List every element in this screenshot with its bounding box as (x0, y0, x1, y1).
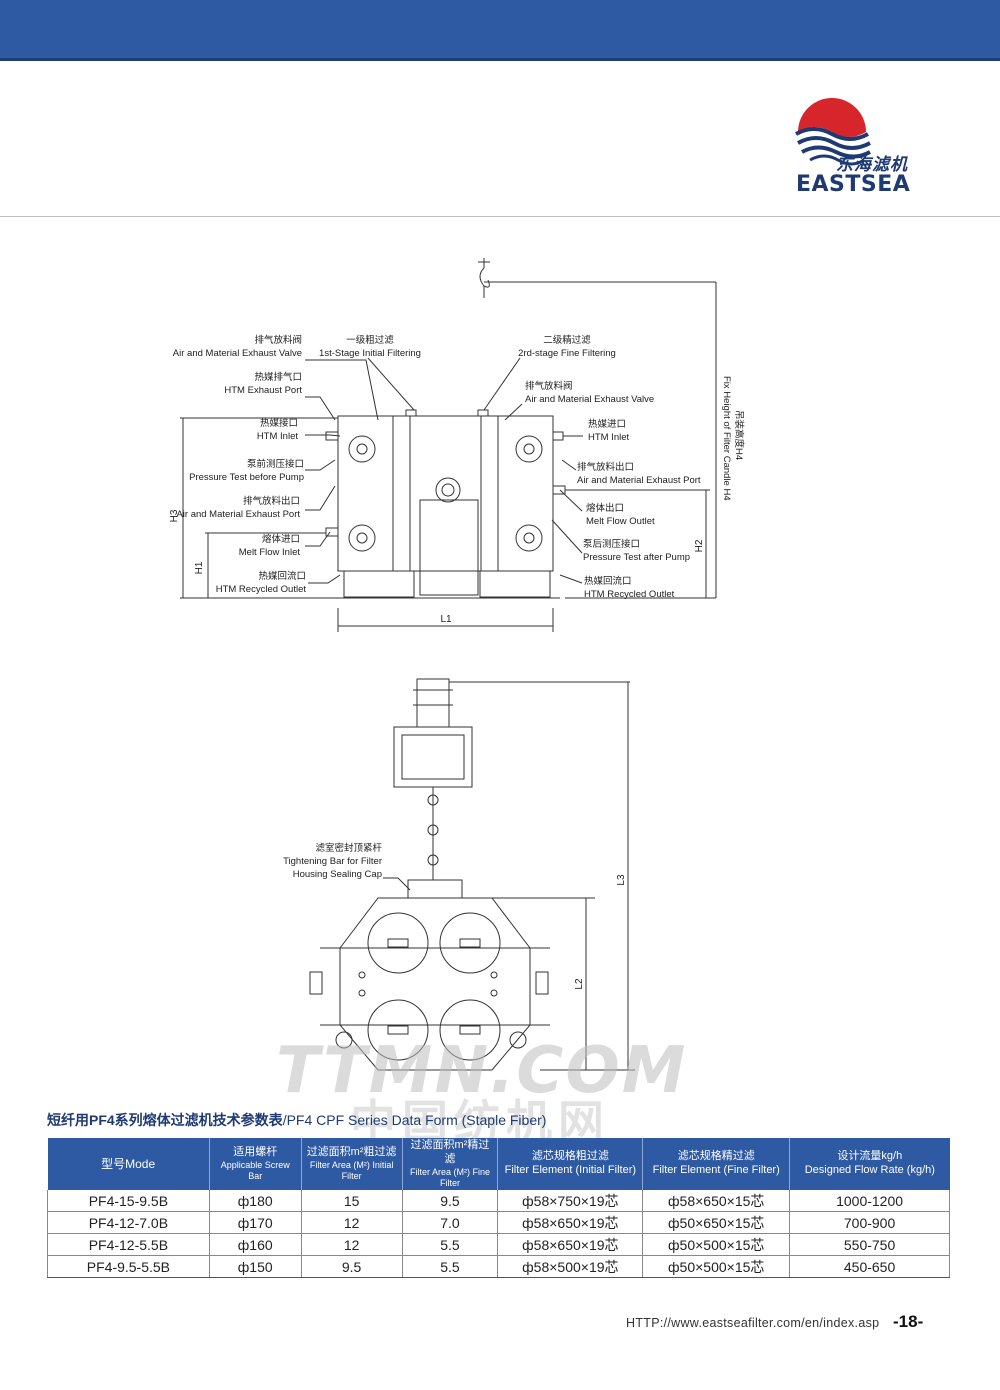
table-title-cn: 短纤用PF4系列熔体过滤机技术参数表 (47, 1112, 283, 1128)
cell-flow-rate: 550-750 (789, 1233, 950, 1256)
cell-area-initial: 12 (301, 1233, 403, 1256)
label-melt-inlet-cn: 熔体进口 (262, 533, 300, 545)
cell-model: PF4-12-7.0B (47, 1211, 210, 1234)
cell-element-initial: ф58×650×19芯 (497, 1211, 644, 1234)
cell-flow-rate: 700-900 (789, 1211, 950, 1234)
cell-element-fine: ф58×650×15芯 (642, 1190, 791, 1212)
label-htm-exhaust-en: HTM Exhaust Port (224, 385, 302, 396)
cell-screw: ф150 (209, 1255, 302, 1278)
label-pressure-before-en: Pressure Test before Pump (189, 472, 304, 483)
cell-element-fine: ф50×650×15芯 (642, 1211, 791, 1234)
table-row: PF4-9.5-5.5B ф150 9.5 5.5 ф58×500×19芯 ф5… (47, 1255, 950, 1278)
eastsea-logo-icon (795, 98, 871, 166)
dim-h2: H2 (694, 539, 705, 552)
dim-l1: L1 (440, 614, 452, 625)
label-htm-exhaust-cn: 热媒排气口 (254, 371, 302, 383)
header-divider (0, 216, 1000, 217)
cell-element-fine: ф50×500×15芯 (642, 1233, 791, 1256)
label-htm-inlet-en-right: HTM Inlet (588, 432, 630, 443)
dim-l2: L2 (574, 978, 585, 990)
cell-area-fine: 9.5 (402, 1190, 499, 1212)
label-air-exhaust-port-cn-left: 排气放料出口 (243, 495, 300, 507)
label-pressure-after-en: Pressure Test after Pump (583, 552, 690, 563)
cell-model: PF4-15-9.5B (47, 1190, 210, 1212)
label-fix-height-en: Fix Height of Filter Candle H4 (721, 376, 732, 501)
label-stage2-en: 2rd-stage Fine Filtering (518, 348, 616, 359)
label-tightening-bar-en1: Tightening Bar for Filter (283, 856, 382, 867)
front-view-drawing (180, 258, 717, 632)
cell-element-initial: ф58×650×19芯 (497, 1233, 644, 1256)
cell-flow-rate: 1000-1200 (789, 1190, 950, 1212)
cell-area-initial: 9.5 (301, 1255, 403, 1278)
brand-name-cn: 东海滤机 (836, 155, 908, 175)
label-air-exhaust-valve-en-left: Air and Material Exhaust Valve (173, 348, 302, 359)
label-stage2-cn: 二级精过滤 (543, 334, 591, 346)
label-tightening-bar-cn: 滤室密封顶紧杆 (315, 842, 382, 854)
label-pressure-before-cn: 泵前测压接口 (247, 458, 304, 470)
page-number: -18- (893, 1312, 924, 1331)
brand-name-en: EASTSEA (796, 172, 911, 197)
top-header-line (0, 58, 1000, 61)
label-air-exhaust-port-cn-right: 排气放料出口 (577, 461, 634, 473)
label-air-exhaust-valve-en-right: Air and Material Exhaust Valve (525, 394, 654, 405)
label-stage1-en: 1st-Stage Initial Filtering (319, 348, 421, 359)
table-title-en: /PF4 CPF Series Data Form (Staple Fiber) (282, 1112, 547, 1128)
cell-area-fine: 5.5 (402, 1233, 499, 1256)
cell-model: PF4-12-5.5B (47, 1233, 210, 1256)
label-htm-inlet-cn-right: 热媒进口 (588, 418, 626, 430)
table-title: 短纤用PF4系列熔体过滤机技术参数表/PF4 CPF Series Data F… (47, 1110, 546, 1130)
dim-h1: H1 (194, 561, 205, 574)
label-melt-inlet-en: Melt Flow Inlet (239, 547, 301, 558)
footer-url-link[interactable]: HTTP://www.eastseafilter.com/en/index.as… (626, 1316, 880, 1330)
label-htm-inlet-cn-left: 热媒接口 (260, 417, 298, 429)
label-tightening-bar-en2: Housing Sealing Cap (293, 869, 382, 880)
cell-flow-rate: 450-650 (789, 1255, 950, 1278)
top-header-bar (0, 0, 1000, 58)
label-stage1-cn: 一级粗过滤 (346, 334, 394, 346)
dim-h3: H3 (169, 509, 180, 522)
filter-drawings: 排气放料阀 Air and Material Exhaust Valve 热媒排… (169, 258, 745, 1071)
cell-screw: ф180 (209, 1190, 302, 1212)
table-row: PF4-12-5.5B ф160 12 5.5 ф58×650×19芯 ф50×… (47, 1233, 950, 1256)
label-melt-outlet-en: Melt Flow Outlet (586, 516, 655, 527)
cell-element-fine: ф50×500×15芯 (642, 1255, 791, 1278)
cell-area-fine: 5.5 (402, 1255, 499, 1278)
label-air-exhaust-valve-cn-left: 排气放料阀 (254, 334, 302, 346)
cell-area-initial: 12 (301, 1211, 403, 1234)
label-fix-height-cn: 吊装高度H4 (733, 410, 745, 460)
label-htm-recycled-cn-right: 热媒回流口 (584, 575, 632, 587)
cell-area-fine: 7.0 (402, 1211, 499, 1234)
cell-screw: ф160 (209, 1233, 302, 1256)
cell-area-initial: 15 (301, 1190, 403, 1212)
table-row: PF4-12-7.0B ф170 12 7.0 ф58×650×19芯 ф50×… (47, 1211, 950, 1234)
label-htm-recycled-cn-left: 热媒回流口 (258, 570, 306, 582)
label-melt-outlet-cn: 熔体出口 (586, 502, 624, 514)
label-pressure-after-cn: 泵后测压接口 (583, 538, 640, 550)
header-model: 型号Mode (47, 1138, 210, 1190)
watermark-text: TTMN.COM (276, 1034, 688, 1108)
label-air-exhaust-valve-cn-right: 排气放料阀 (525, 380, 573, 392)
label-air-exhaust-port-en-left: Air and Material Exhaust Port (176, 509, 300, 520)
dim-l3: L3 (616, 874, 627, 886)
cell-model: PF4-9.5-5.5B (47, 1255, 210, 1278)
cell-screw: ф170 (209, 1211, 302, 1234)
label-air-exhaust-port-en-right: Air and Material Exhaust Port (577, 475, 701, 486)
table-row: PF4-15-9.5B ф180 15 9.5 ф58×750×19芯 ф58×… (47, 1190, 950, 1212)
label-htm-inlet-en-left: HTM Inlet (257, 431, 299, 442)
cell-element-initial: ф58×750×19芯 (497, 1190, 644, 1212)
top-view-drawing (309, 678, 635, 1071)
label-htm-recycled-en-left: HTM Recycled Outlet (216, 584, 307, 595)
label-htm-recycled-en-right: HTM Recycled Outlet (584, 589, 675, 600)
cell-element-initial: ф58×500×19芯 (497, 1255, 644, 1278)
